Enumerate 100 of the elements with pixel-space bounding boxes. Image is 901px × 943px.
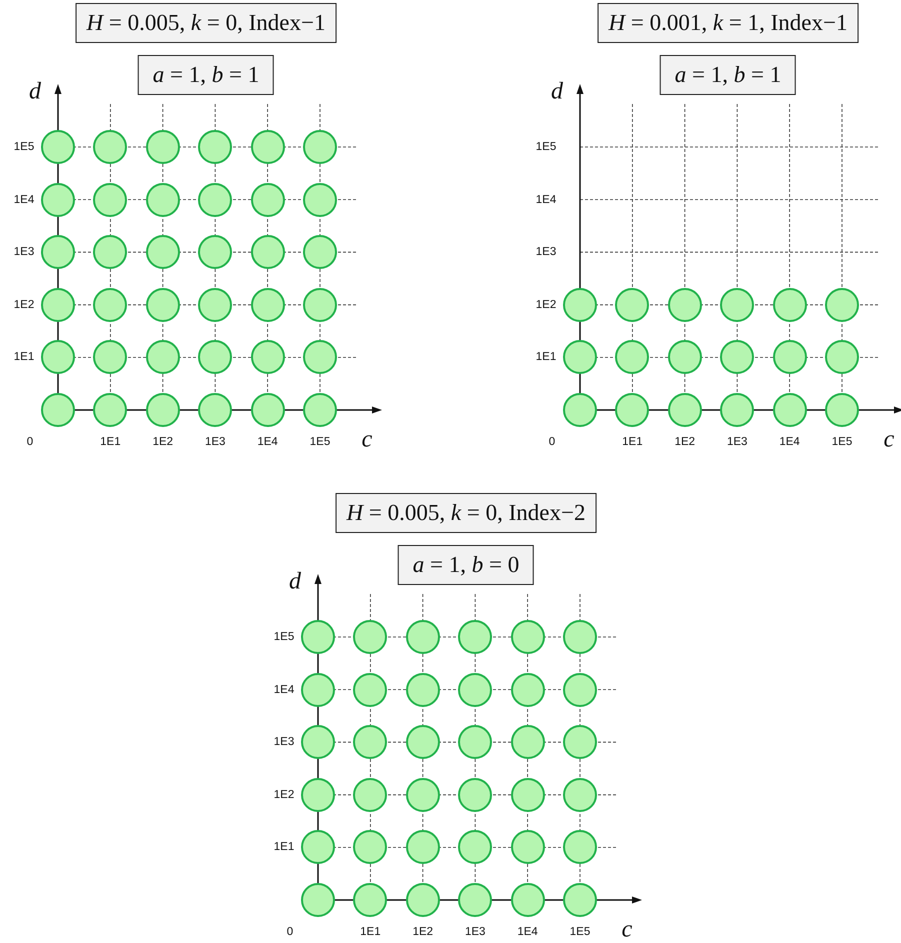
parameter-box: a = 1, b = 1 — [660, 55, 796, 95]
circle-marker — [615, 340, 650, 374]
circle-marker — [563, 672, 597, 707]
axis-label: d — [29, 78, 41, 106]
circle-marker — [510, 778, 545, 812]
circle-marker — [250, 393, 285, 427]
circle-marker — [303, 130, 337, 164]
circle-marker — [458, 883, 492, 917]
circle-marker — [458, 620, 492, 654]
circle-marker — [146, 393, 180, 427]
circle-marker — [353, 620, 388, 654]
tick-label: 1E3 — [14, 246, 34, 258]
circle-marker — [668, 393, 702, 427]
circle-marker — [303, 235, 337, 270]
circle-marker — [41, 288, 75, 322]
tick-label: 1E1 — [14, 351, 34, 364]
circle-marker — [41, 235, 75, 270]
tick-label: 1E4 — [517, 926, 538, 938]
circle-marker — [458, 672, 492, 707]
axis-label: c — [884, 426, 894, 454]
circle-marker — [93, 130, 128, 164]
circle-marker — [198, 393, 232, 427]
tick-label: 1E2 — [674, 436, 696, 448]
circle-marker — [406, 672, 440, 707]
circle-marker — [563, 340, 597, 374]
circle-marker — [458, 830, 492, 864]
title-box: H = 0.005, k = 0, Index−1 — [76, 3, 336, 43]
tick-label: 1E2 — [152, 436, 174, 448]
circle-marker — [198, 340, 232, 374]
circle-marker — [563, 883, 597, 917]
circle-marker — [406, 620, 440, 654]
tick-label: 1E2 — [412, 926, 434, 938]
circle-marker — [146, 235, 180, 270]
circle-marker — [720, 288, 754, 322]
circle-marker — [510, 672, 545, 707]
circle-marker — [510, 883, 545, 917]
circle-marker — [563, 725, 597, 760]
circle-marker — [615, 393, 650, 427]
title-box: H = 0.005, k = 0, Index−2 — [336, 493, 596, 533]
circle-marker — [301, 620, 335, 654]
circle-marker — [668, 340, 702, 374]
circle-marker — [303, 340, 337, 374]
circle-marker — [301, 778, 335, 812]
circle-marker — [510, 830, 545, 864]
circle-marker — [301, 672, 335, 707]
tick-label: 1E3 — [726, 436, 748, 448]
circle-marker — [563, 778, 597, 812]
circle-marker — [93, 182, 128, 217]
circle-marker — [510, 725, 545, 760]
circle-marker — [93, 288, 128, 322]
circle-marker — [198, 182, 232, 217]
circle-marker — [563, 620, 597, 654]
tick-label: 1E3 — [274, 736, 294, 748]
circle-marker — [406, 725, 440, 760]
circle-marker — [353, 725, 388, 760]
circle-marker — [353, 672, 388, 707]
circle-marker — [41, 182, 75, 217]
tick-label: 0 — [286, 926, 294, 938]
circle-marker — [563, 288, 597, 322]
circle-marker — [406, 778, 440, 812]
circle-marker — [615, 288, 650, 322]
circle-marker — [198, 288, 232, 322]
circle-marker — [301, 830, 335, 864]
circle-marker — [93, 393, 128, 427]
axis-label: c — [622, 916, 632, 943]
tick-label: 1E1 — [274, 841, 294, 854]
tick-label: 1E1 — [536, 351, 556, 364]
circle-marker — [406, 830, 440, 864]
circle-marker — [772, 393, 807, 427]
tick-label: 1E5 — [536, 141, 556, 153]
circle-marker — [510, 620, 545, 654]
circle-marker — [250, 182, 285, 217]
circle-marker — [772, 288, 807, 322]
circle-marker — [301, 725, 335, 760]
circle-marker — [353, 883, 388, 917]
tick-label: 1E2 — [274, 788, 294, 801]
tick-label: 1E5 — [274, 631, 294, 643]
tick-label: 1E2 — [536, 298, 556, 311]
circle-marker — [825, 393, 859, 427]
axis-label: c — [362, 426, 372, 454]
tick-label: 1E5 — [570, 926, 590, 938]
tick-label: 1E1 — [360, 926, 381, 938]
circle-marker — [303, 288, 337, 322]
circle-marker — [250, 288, 285, 322]
tick-label: 1E5 — [14, 141, 34, 153]
title-box: H = 0.001, k = 1, Index−1 — [598, 3, 858, 43]
circle-marker — [93, 235, 128, 270]
circle-marker — [668, 288, 702, 322]
tick-label: 1E1 — [622, 436, 643, 448]
tick-label: 1E3 — [464, 926, 486, 938]
tick-label: 1E4 — [257, 436, 278, 448]
tick-label: 1E5 — [310, 436, 330, 448]
tick-label: 1E4 — [274, 684, 294, 696]
circle-marker — [458, 778, 492, 812]
axis-label: d — [551, 78, 563, 106]
circle-marker — [563, 830, 597, 864]
circle-marker — [250, 340, 285, 374]
tick-label: 1E4 — [779, 436, 800, 448]
parameter-box: a = 1, b = 1 — [138, 55, 274, 95]
parameter-box: a = 1, b = 0 — [398, 545, 534, 585]
